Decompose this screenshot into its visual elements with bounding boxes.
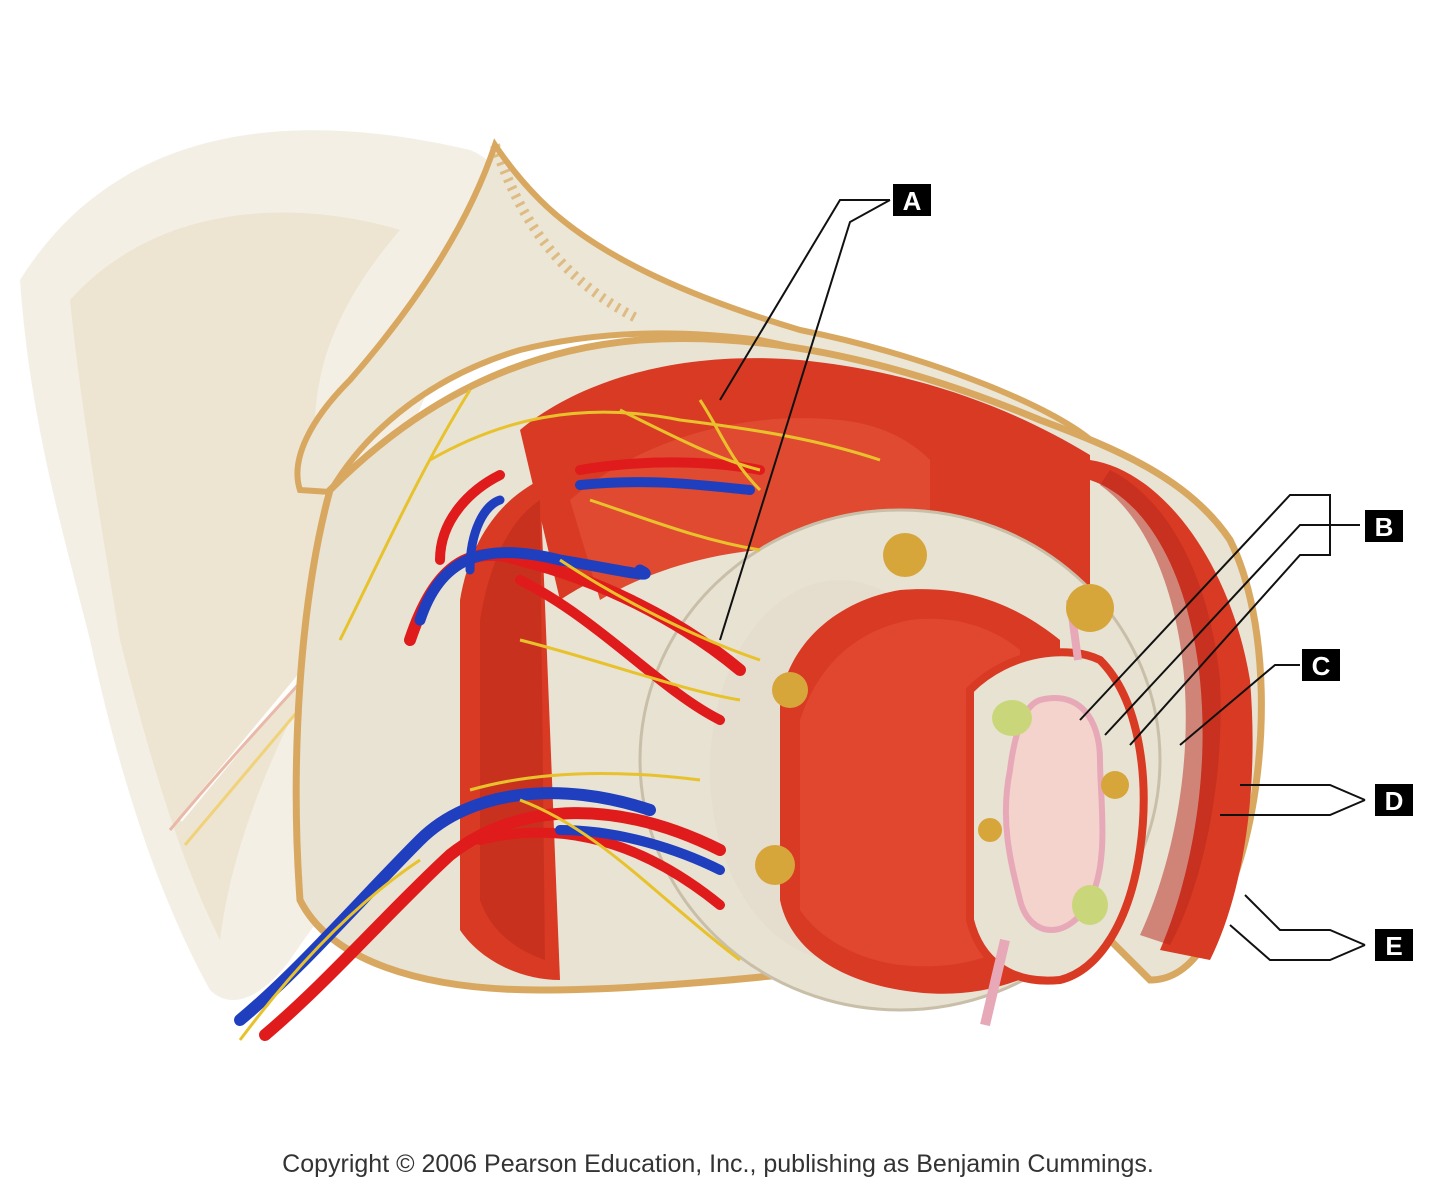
leader-a [719, 199, 891, 641]
leader-b [1129, 525, 1331, 746]
gland [772, 672, 808, 708]
label-c: C [1302, 649, 1340, 681]
leader-b [1104, 524, 1330, 736]
leader-d [1220, 799, 1366, 816]
leader-c [1179, 664, 1300, 746]
label-d-text: D [1385, 786, 1404, 816]
leader-d [1240, 784, 1366, 801]
label-b: B [1365, 510, 1403, 542]
label-e: E [1375, 929, 1413, 961]
label-c-text: C [1312, 651, 1331, 681]
label-a: A [893, 184, 931, 216]
leader-a [719, 199, 890, 401]
gland [978, 818, 1002, 842]
leader-e [1244, 894, 1366, 946]
gland [1101, 771, 1129, 799]
nerves [238, 389, 881, 1041]
gland [755, 845, 795, 885]
label-b-text: B [1375, 512, 1394, 542]
gland [1066, 584, 1114, 632]
gland [883, 533, 927, 577]
label-d: D [1375, 784, 1413, 816]
copyright-notice: Copyright © 2006 Pearson Education, Inc.… [282, 1150, 1154, 1178]
leader-b [1079, 494, 1360, 721]
label-e-text: E [1385, 931, 1402, 961]
label-a-text: A [903, 186, 922, 216]
leader-e [1229, 924, 1366, 961]
submucosal-glands [755, 533, 1129, 885]
lymphatic-nodules [992, 700, 1108, 925]
leader-lines [719, 199, 1366, 961]
blood-vessels [234, 457, 765, 1041]
